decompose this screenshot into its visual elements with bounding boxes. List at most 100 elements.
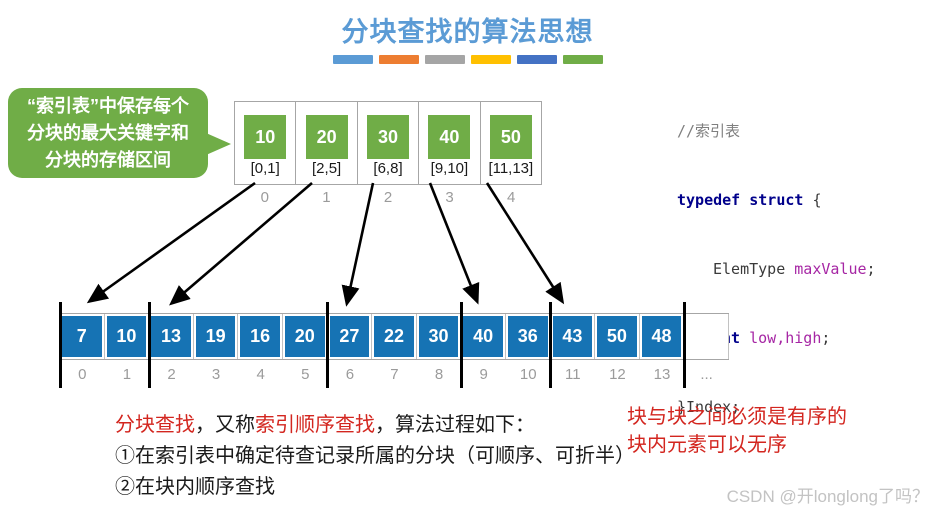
- array-index: 10: [519, 366, 537, 383]
- index-table-callout: “索引表”中保存每个 分块的最大关键字和 分块的存储区间: [8, 88, 231, 178]
- array-cell: 50: [595, 314, 640, 359]
- page-title: 分块查找的算法思想: [341, 17, 594, 47]
- code-text: }Index;: [677, 398, 741, 416]
- array-cell: 48: [640, 314, 685, 359]
- array-cell: 7: [60, 314, 105, 359]
- block-divider: [326, 302, 329, 388]
- array-cell: 20: [283, 314, 328, 359]
- code-line: ElemType maxValue;: [677, 258, 876, 281]
- index-range: [9,10]: [430, 160, 469, 177]
- callout-line: “索引表”中保存每个: [27, 95, 189, 116]
- index-table: 10 [0,1] 20 [2,5] 30 [6,8] 40 [9,10] 50 …: [234, 101, 542, 185]
- array-value: 7: [62, 316, 102, 357]
- sequence-array: 7 10 13 19 16 20 27 22 30 40 36 43 50 48: [60, 313, 729, 360]
- index-table-cell: 50 [11,13]: [481, 102, 541, 184]
- index-max-value: 10: [244, 115, 287, 159]
- code-text: {: [803, 191, 822, 209]
- block-divider: [460, 302, 463, 388]
- code-text: ElemType: [713, 260, 795, 278]
- array-cell: 16: [238, 314, 283, 359]
- array-index: 11: [565, 366, 581, 383]
- array-cell: 13: [149, 314, 194, 359]
- divider-bar: [424, 55, 465, 64]
- code-field: low,high: [740, 329, 822, 347]
- index-range: [2,5]: [312, 160, 342, 177]
- note-line-2: 块内元素可以无序: [627, 434, 787, 456]
- explanation-step-2: ②在块内顺序查找: [115, 476, 275, 498]
- divider-bar: [332, 55, 373, 64]
- code-line: typedef struct {: [677, 189, 876, 212]
- index-table-cell: 20 [2,5]: [296, 102, 358, 184]
- code-text: ;: [866, 260, 876, 278]
- index-label: 3: [445, 189, 454, 206]
- index-max-value: 40: [428, 115, 471, 159]
- ordering-note: 块与块之间必须是有序的 块内元素可以无序: [627, 403, 847, 459]
- array-cell: 19: [194, 314, 239, 359]
- code-line: //索引表: [677, 120, 876, 143]
- explanation-text: ，又称: [195, 414, 255, 436]
- array-value: 40: [463, 316, 503, 357]
- array-value: 50: [597, 316, 637, 357]
- explanation-line-1: 分块查找，又称索引顺序查找，算法过程如下：: [115, 410, 635, 441]
- index-max-value: 50: [489, 115, 532, 159]
- algorithm-explanation: 分块查找，又称索引顺序查找，算法过程如下： ①在索引表中确定待查记录所属的分块（…: [115, 410, 635, 503]
- title-divider-bars: [0, 55, 935, 64]
- index-max-value: 30: [367, 115, 410, 159]
- index-range: [0,1]: [250, 160, 280, 177]
- index-label: 1: [322, 189, 331, 206]
- array-index: 1: [122, 366, 132, 383]
- array-index: 8: [434, 366, 444, 383]
- term-index-sequential-search: 索引顺序查找: [255, 414, 375, 436]
- array-index: 7: [390, 366, 399, 383]
- index-table-cell: 10 [0,1]: [235, 102, 297, 184]
- divider-bar: [470, 55, 511, 64]
- array-value: 36: [507, 316, 548, 357]
- note-line-1: 块与块之间必须是有序的: [627, 406, 847, 428]
- index-table-cell: 30 [6,8]: [358, 102, 420, 184]
- array-value: 13: [151, 316, 191, 357]
- divider-bar: [378, 55, 419, 64]
- array-cell: 22: [372, 314, 417, 359]
- array-indices: 0 1 2 3 4 5 6 7 8 9 10 11 12 13 ...: [60, 366, 729, 383]
- array-cell: 36: [506, 314, 551, 359]
- array-cell: 43: [551, 314, 596, 359]
- array-cell: 40: [461, 314, 506, 359]
- index-range: [11,13]: [488, 160, 534, 177]
- array-index: 12: [609, 366, 626, 383]
- code-text: ;: [821, 329, 831, 347]
- array-value: 30: [418, 316, 459, 357]
- code-comment: //索引表: [677, 122, 741, 140]
- code-field: maxValue: [794, 260, 867, 278]
- index-max-value: 20: [305, 115, 348, 159]
- block-divider: [59, 302, 62, 388]
- arrow-to-block-0: [86, 181, 256, 304]
- index-table-cell: 40 [9,10]: [419, 102, 481, 184]
- array-index: 0: [78, 366, 87, 383]
- explanation-text: ，算法过程如下：: [375, 414, 535, 436]
- explanation-step-1: ①在索引表中确定待查记录所属的分块（可顺序、可折半）: [115, 445, 635, 467]
- array-index: 13: [653, 366, 671, 383]
- array-cell: 10: [105, 314, 150, 359]
- callout-tail: [206, 133, 231, 155]
- block-divider: [148, 302, 151, 388]
- array-index-ellipsis: ...: [700, 366, 713, 383]
- array-cell-empty: [684, 314, 729, 359]
- array-value: 10: [106, 316, 147, 357]
- array-value: 27: [329, 316, 370, 357]
- block-divider: [683, 302, 686, 388]
- divider-bar: [516, 55, 557, 64]
- code-keyword: typedef struct: [677, 191, 804, 209]
- array-cell: 27: [328, 314, 373, 359]
- index-table-indices: 0 1 2 3 4: [234, 189, 542, 206]
- code-line: }Index;: [677, 396, 876, 419]
- array-value: 20: [284, 316, 325, 357]
- array-value: 16: [240, 316, 280, 357]
- array-value: 22: [374, 316, 414, 357]
- array-cell: 30: [417, 314, 462, 359]
- divider-bar: [562, 55, 603, 64]
- term-block-search: 分块查找: [115, 414, 195, 436]
- array-index: 3: [211, 366, 221, 383]
- array-index: 5: [301, 366, 310, 383]
- array-index: 6: [345, 366, 355, 383]
